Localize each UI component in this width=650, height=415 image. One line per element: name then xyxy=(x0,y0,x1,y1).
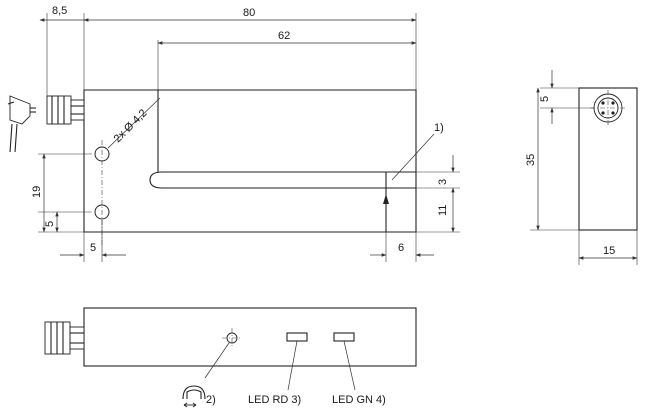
adjuster-icon xyxy=(182,385,206,408)
side-view: 5 35 15 xyxy=(525,70,638,265)
led-gn-label: LED GN 4) xyxy=(332,394,386,406)
sensor-body-outline xyxy=(83,89,417,233)
top-view: 2) LED RD 3) LED GN 4) xyxy=(44,307,417,408)
dim-6: 6 xyxy=(398,242,404,254)
top-connector xyxy=(44,321,85,355)
dim-35: 35 xyxy=(525,154,537,166)
dim-5-side: 5 xyxy=(539,96,551,102)
connector-face xyxy=(590,90,626,126)
dim-5-bottom: 5 xyxy=(90,242,96,254)
top-body-outline xyxy=(83,307,417,367)
led-gn xyxy=(333,332,355,342)
dim-5-left: 5 xyxy=(44,221,56,227)
dim-3: 3 xyxy=(437,179,449,185)
dim-80: 80 xyxy=(243,7,255,19)
dim-8-5: 8,5 xyxy=(52,5,67,17)
cable-plug xyxy=(7,95,36,153)
potentiometer xyxy=(204,328,242,379)
front-view: 2x Ø 4,2 1) 8,5 80 62 19 5 5 xyxy=(7,5,460,262)
dim-15: 15 xyxy=(603,245,615,257)
led-rd xyxy=(286,332,308,342)
hole-callout: 2x Ø 4,2 xyxy=(112,107,150,145)
led-rd-label: LED RD 3) xyxy=(248,394,301,406)
note-1: 1) xyxy=(434,122,444,134)
fork-slot xyxy=(149,171,416,189)
dim-62: 62 xyxy=(278,30,290,42)
side-body-outline xyxy=(578,87,638,231)
note-2: 2) xyxy=(206,394,216,406)
m8-connector xyxy=(46,95,85,125)
dim-11: 11 xyxy=(437,205,449,216)
dim-19: 19 xyxy=(31,186,43,198)
